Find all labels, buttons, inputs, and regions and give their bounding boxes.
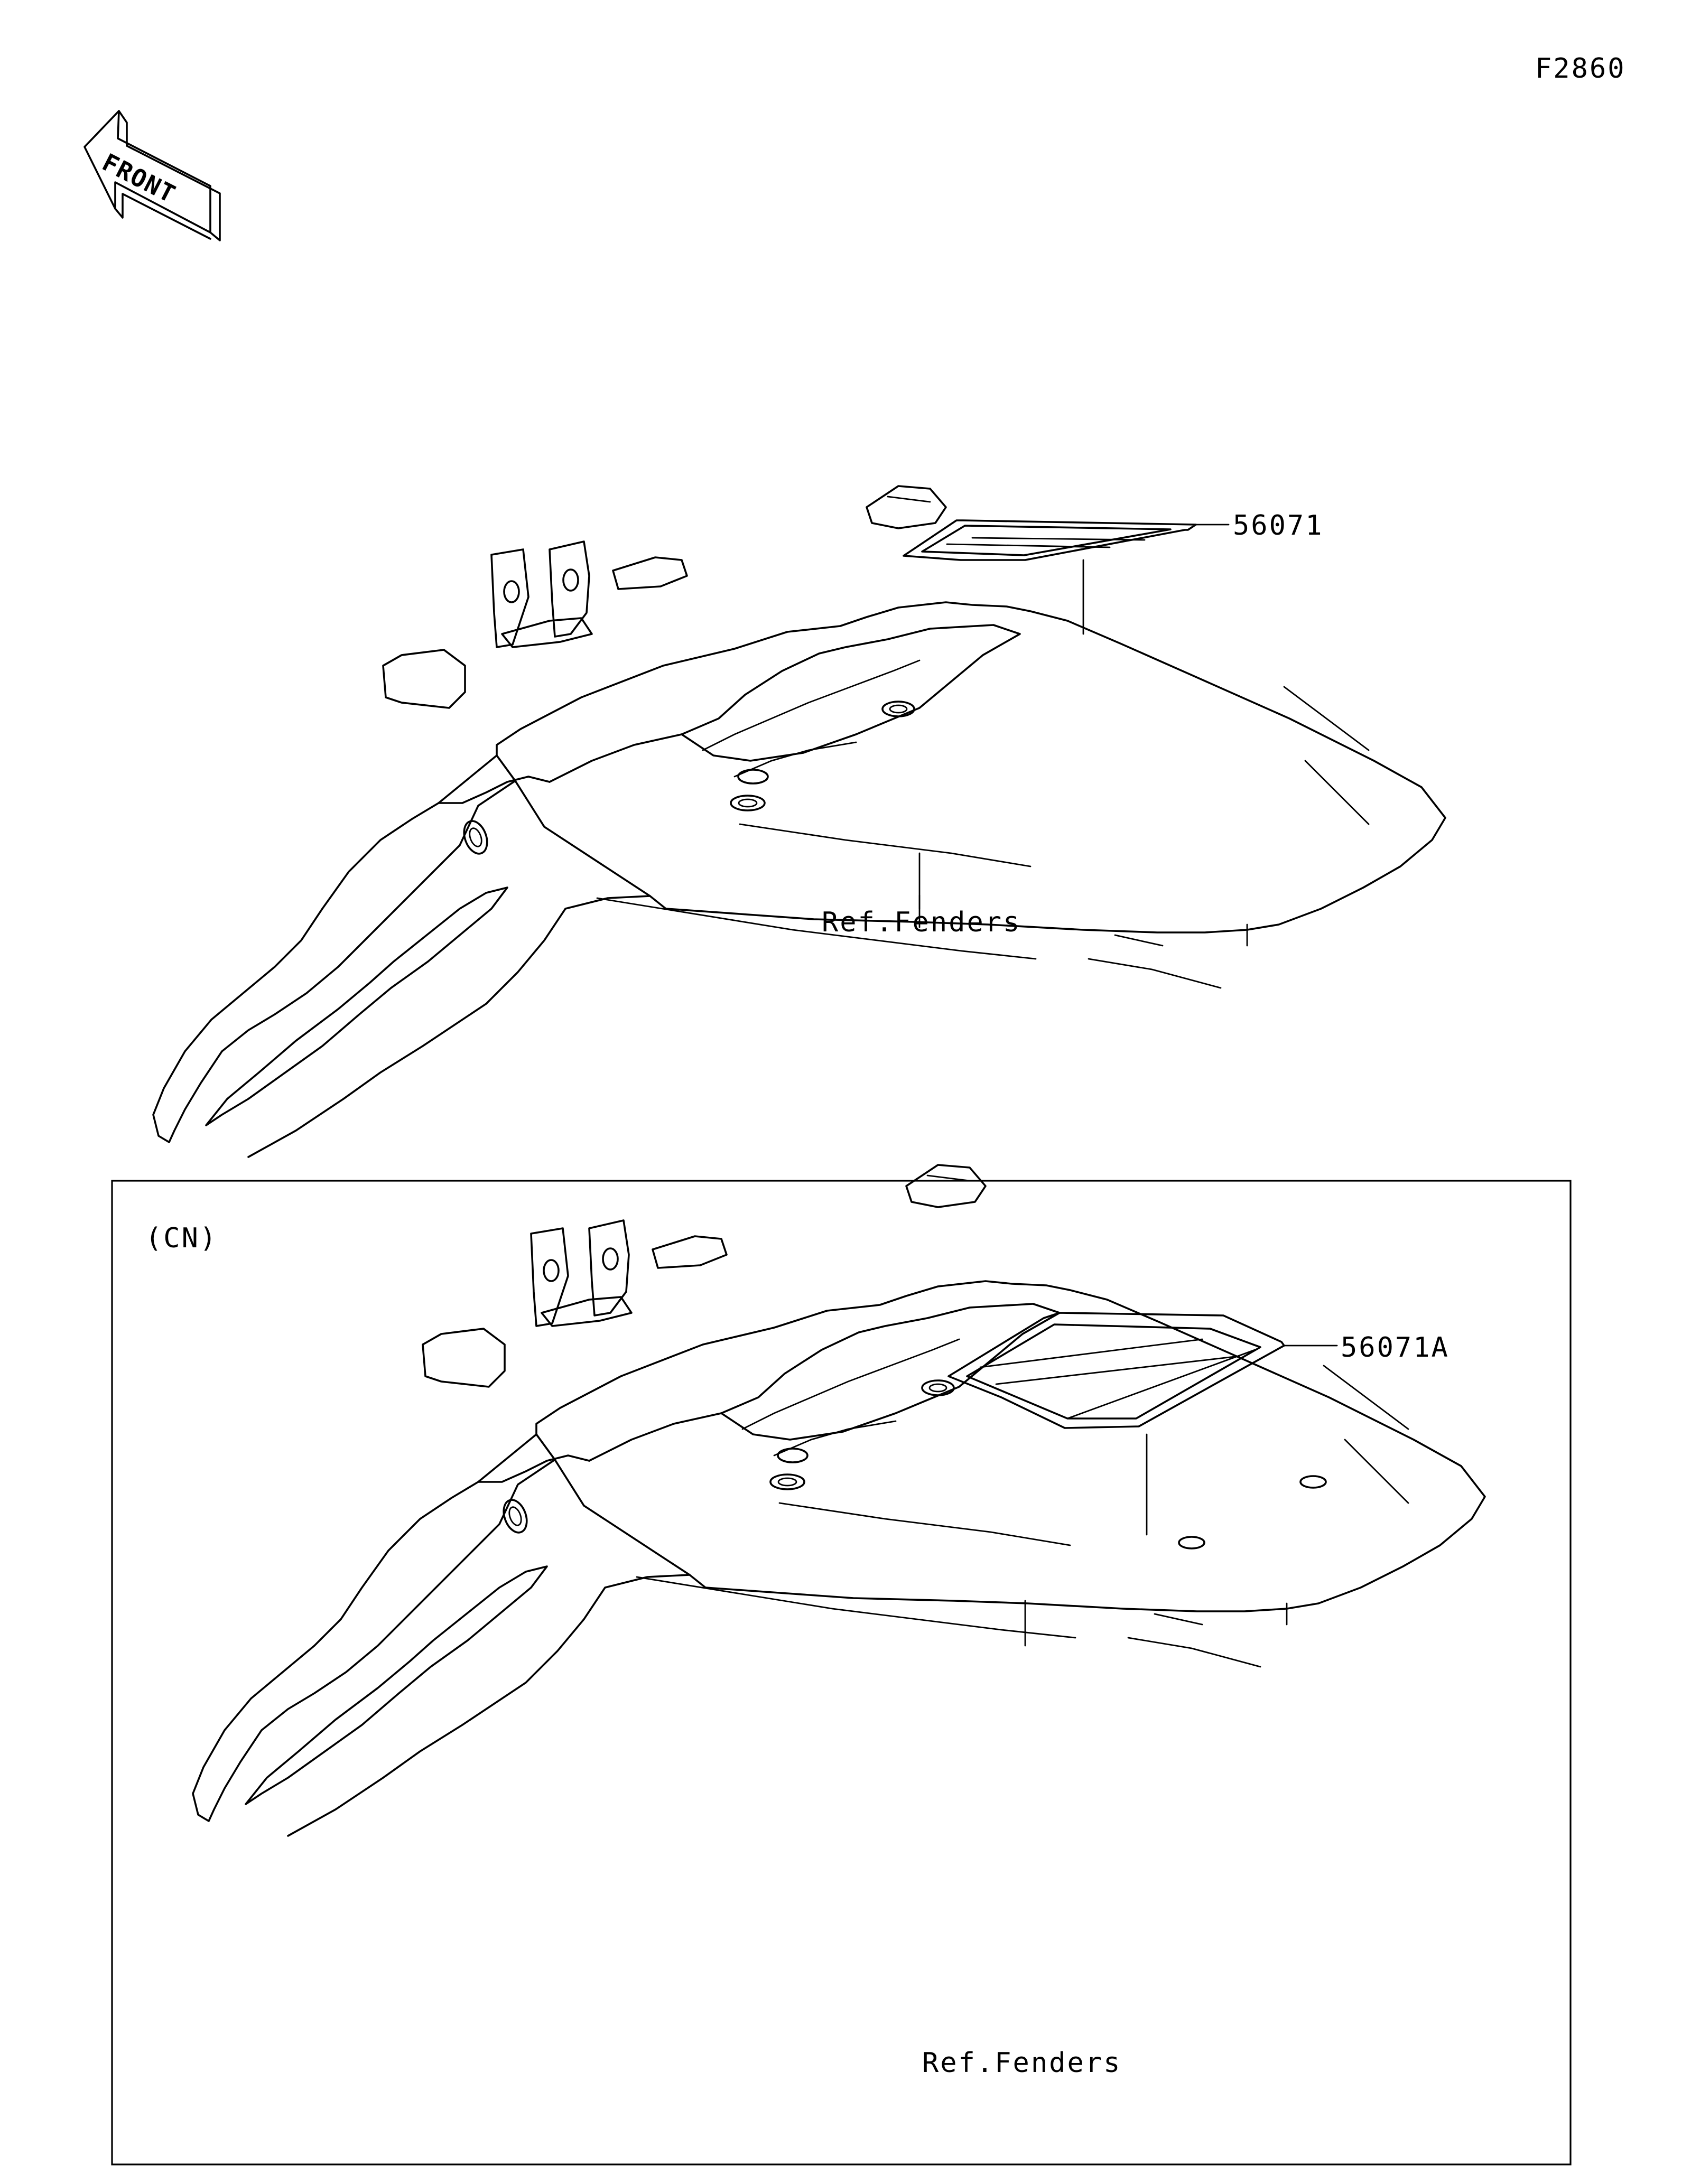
cn-variant-tag: (CN) <box>145 1222 218 1254</box>
cn-view <box>192 1164 1486 1837</box>
rear-fender-cn <box>192 1164 1486 1837</box>
decal-56071 <box>903 519 1197 561</box>
front-direction-arrow-icon: FRONT <box>83 110 221 241</box>
part-label-56071A: 56071A <box>1341 1332 1450 1364</box>
ref-label-fenders: Ref.Fenders <box>822 907 1021 938</box>
cn-variant-frame <box>111 1180 1572 2166</box>
decal-56071A <box>947 1312 1285 1429</box>
rear-fender <box>152 485 1446 1158</box>
ref-label-fenders-cn: Ref.Fenders <box>922 2047 1121 2079</box>
part-label-56071: 56071 <box>1233 510 1324 542</box>
main-view: 56071 Ref.Fenders <box>152 485 1446 1158</box>
figure-code: F2860 <box>1535 53 1626 85</box>
